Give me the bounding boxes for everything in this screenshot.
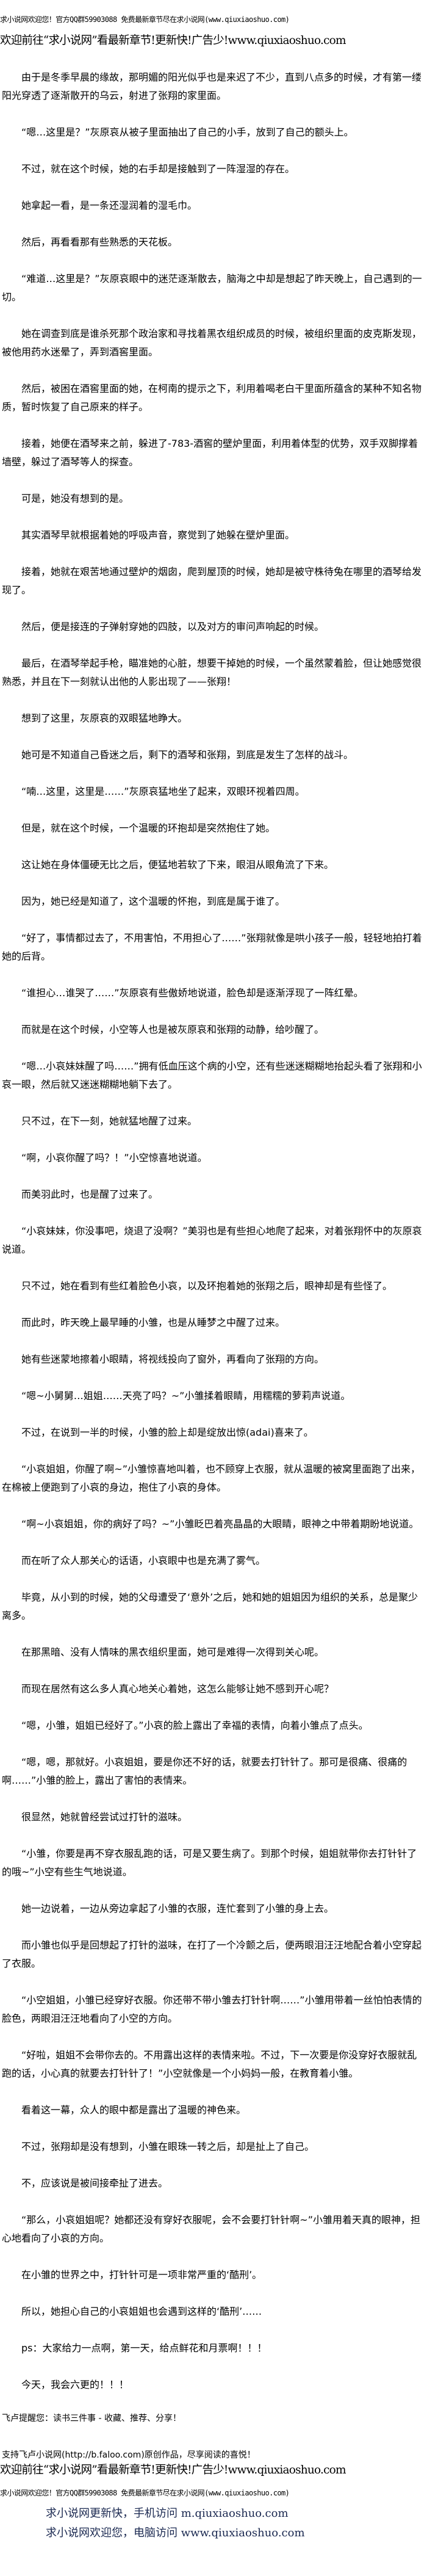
header-site-notice: 求小说网欢迎您！官方QQ群59903088 免费最新章节尽在求小说网(www.q… xyxy=(0,15,290,24)
chapter-paragraph: 不过，张翔却是没有想到，小雏在眼珠一转之后，却是扯上了自己。 xyxy=(21,2141,315,2152)
chapter-paragraph: “小雏，你要是再不穿衣服乱跑的话，可是又要生病了。到那个时候，姐姐就带你去打针针… xyxy=(2,1848,417,1878)
chapter-paragraph: 但是，就在这个时候，一个温暖的环抱却是突然抱住了她。 xyxy=(21,822,276,834)
chapter-paragraph: 毕竟，从小到的时候，她的父母遭受了‘意外’之后，她和她的姐姐因为组织的关系，总是… xyxy=(2,1591,418,1621)
chapter-paragraph: 接着，她就在艰苦地通过壁炉的烟囱，爬到屋顶的时候，她却是被守株待兔在哪里的酒琴给… xyxy=(2,566,422,596)
chapter-paragraph: “小空姐姐，小雏已经穿好衣服。你还带不带小雏去打针针啊……”小雏用带着一丝怕怕表… xyxy=(2,1994,422,2024)
chapter-paragraph: 很显然，她就曾经尝试过打针的滋味。 xyxy=(21,1811,188,1823)
chapter-paragraph: 因为，她已经是知道了，这个温暖的怀抱，到底是属于谁了。 xyxy=(21,895,285,907)
chapter-paragraph: 她有些迷蒙地擦着小眼睛，将视线投向了窗外，再看向了张翔的方向。 xyxy=(21,1353,325,1365)
chapter-paragraph: “嗯…这里是？”灰原哀从被子里面抽出了自己的小手，放到了自己的额头上。 xyxy=(21,126,354,138)
chapter-paragraph: 在那黑暗、没有人情味的黑衣组织里面，她可是难得一次得到关心呢。 xyxy=(21,1646,325,1658)
chapter-paragraph: “那么，小哀姐姐呢？她都还没有穿好衣服呢，会不会要打针针啊~”小雏用着天真的眼神… xyxy=(2,2214,420,2244)
chapter-paragraph: 不过，就在这个时候，她的右手却是接触到了一阵湿湿的存在。 xyxy=(21,163,295,175)
chapter-paragraph: 不过，在说到一半的时候，小雏的脸上却是绽放出惊(adai)喜来了。 xyxy=(21,1427,314,1438)
chapter-paragraph: 然后，再看看那有些熟悉的天花板。 xyxy=(21,236,178,248)
chapter-paragraph: 这让她在身体僵硬无比之后，便猛地若软了下来，眼泪从眼角流了下来。 xyxy=(21,859,334,870)
chapter-paragraph: 然后，被困在酒窖里面的她，在柯南的提示之下，利用着喝老白干里面所蕴含的某种不知名… xyxy=(2,383,422,413)
chapter-paragraph: 其实酒琴早就根据着她的呼吸声音，察觉到了她躲在壁炉里面。 xyxy=(21,529,295,541)
chapter-paragraph: “啊~小哀姐姐，你的病好了吗？~”小雏眨巴着亮晶晶的大眼睛，眼神之中带着期盼地说… xyxy=(21,1518,419,1530)
chapter-paragraph: 只不过，她在看到有些红着脸色小哀，以及环抱着她的张翔之后，眼神却是有些怪了。 xyxy=(21,1280,393,1292)
chapter-paragraph: 接着，她便在酒琴来之前，躲进了-783-酒窖的壁炉里面，利用着体型的优势，双手双… xyxy=(2,438,418,468)
chapter-paragraph: 由于是冬季早晨的缘故，那明媚的阳光似乎也是来迟了不少，直到八点多的时候，才有第一… xyxy=(2,71,422,101)
chapter-paragraph: “谁担心…谁哭了……”灰原哀有些傲娇地说道，脸色却是逐渐浮现了一阵红晕。 xyxy=(21,987,364,999)
chapter-paragraph: “好了，事情都过去了，不用害怕，不用担心了……”张翔就像是哄小孩子一般，轻轻地拍… xyxy=(2,932,422,962)
chapter-paragraph: 想到了这里，灰原哀的双眼猛地睁大。 xyxy=(21,712,188,724)
footer-site-notice: 求小说网欢迎您！官方QQ群59903088 免费最新章节尽在求小说网(www.q… xyxy=(0,2489,290,2497)
footer-reminder: 飞卢提醒您：读书三件事 - 收藏、推荐、分享！ xyxy=(2,2414,181,2423)
chapter-paragraph: “好啦，姐姐不会带你去的。不用露出这样的表情来啦。不过，下一次要是你没穿好衣服就… xyxy=(2,2049,417,2079)
chapter-paragraph: 她在调查到底是谁杀死那个政治家和寻找着黑衣组织成员的时候，被组织里面的皮克斯发现… xyxy=(2,328,422,358)
desktop-site-link[interactable]: 求小说网欢迎您，电脑访问 www.qiuxiaoshuo.com xyxy=(46,2527,305,2539)
chapter-paragraph: 看着这一幕，众人的眼中都是露出了温暖的神色来。 xyxy=(21,2104,246,2116)
footer-promo-banner[interactable]: 欢迎前往“求小说网”看最新章节!更新快!广告少!www.qiuxiaoshuo.… xyxy=(0,2464,346,2477)
chapter-paragraph: 只不过，在下一刻，她就猛地醒了过来。 xyxy=(21,1115,198,1127)
chapter-paragraph: 她拿起一看，是一条还湿润着的湿毛巾。 xyxy=(21,200,198,211)
chapter-paragraph: 在小雏的世界之中，打针针可是一项非常严重的‘酷刑’。 xyxy=(21,2269,262,2281)
chapter-paragraph: 不，应该说是被间接牵扯了进去。 xyxy=(21,2177,168,2189)
chapter-paragraph: 而美羽此时，也是醒了过来了。 xyxy=(21,1189,159,1200)
chapter-paragraph: 而就是在这个时候，小空等人也是被灰原哀和张翔的动静，给吵醒了。 xyxy=(21,1024,325,1035)
chapter-paragraph: “难道…这里是？”灰原哀眼中的迷茫逐渐散去，脑海之中却是想起了昨天晚上，自己遇到… xyxy=(2,273,422,303)
chapter-paragraph: “小哀妹妹，你没事吧，烧退了没啊？”美羽也是有些担心地爬了起来，对着张翔怀中的灰… xyxy=(2,1225,422,1255)
chapter-paragraph: “嗯，小雏，姐姐已经好了。”小哀的脸上露出了幸福的表情，向着小雏点了点头。 xyxy=(21,1720,368,1731)
chapter-paragraph: ps：大家给力一点啊，第一天，给点鲜花和月票啊！！！ xyxy=(21,2342,267,2354)
chapter-paragraph: 她一边说着，一边从旁边拿起了小雏的衣服，连忙套到了小雏的身上去。 xyxy=(21,1903,334,1914)
mobile-site-link[interactable]: 求小说网更新快，手机访问 m.qiuxiaoshuo.com xyxy=(46,2507,289,2520)
chapter-paragraph: “喃…这里，这里是……”灰原哀猛地坐了起来，双眼环视着四周。 xyxy=(21,786,305,797)
chapter-paragraph: 可是，她没有想到的是。 xyxy=(21,493,129,504)
chapter-paragraph: 而现在居然有这么多人真心地关心着她，这怎么能够让她不感到开心呢？ xyxy=(21,1683,334,1695)
chapter-paragraph: 所以，她担心自己的小哀姐姐也会遇到这样的‘酷刑’…… xyxy=(21,2306,262,2317)
chapter-paragraph: “嗯…小哀妹妹醒了吗……”拥有低血压这个病的小空，还有些迷迷糊糊地抬起头看了张翔… xyxy=(2,1060,422,1090)
chapter-content: 由于是冬季早晨的缘故，那明媚的阳光似乎也是来迟了不少，直到八点多的时候，才有第一… xyxy=(0,68,427,2394)
chapter-paragraph: “小哀姐姐，你醒了啊~”小雏惊喜地叫着，也不顾穿上衣服，就从温暖的被窝里面跑了出… xyxy=(2,1463,420,1493)
chapter-paragraph: 然后，便是接连的子弹射穿她的四肢，以及对方的审问声响起的时候。 xyxy=(21,621,325,632)
chapter-paragraph: 而小雏也似乎是回想起了打针的滋味，在打了一个冷颤之后，便两眼泪汪汪地配合着小空穿… xyxy=(2,1939,422,1969)
header-promo-banner[interactable]: 欢迎前往“求小说网”看最新章节!更新快!广告少!www.qiuxiaoshuo.… xyxy=(0,34,346,47)
chapter-paragraph: 而在听了众人那关心的话语，小哀眼中也是充满了雾气。 xyxy=(21,1555,266,1566)
chapter-paragraph: 最后，在酒琴举起手枪，瞄准她的心脏，想要干掉她的时候，一个虽然蒙着脸，但让她感觉… xyxy=(2,657,422,687)
chapter-paragraph: 今天，我会六更的！！！ xyxy=(21,2379,129,2390)
footer-support-link[interactable]: 支持飞卢小说网(http://b.faloo.com)原创作品，尽享阅读的喜悦！ xyxy=(2,2450,256,2460)
chapter-paragraph: 她可是不知道自己昏迷之后，剩下的酒琴和张翔，到底是发生了怎样的战斗。 xyxy=(21,749,354,761)
chapter-paragraph: “嗯~小舅舅…姐姐……天亮了吗？~”小雏揉着眼睛，用糯糯的萝莉声说道。 xyxy=(21,1390,351,1402)
chapter-paragraph: 而此时，昨天晚上最早睡的小雏，也是从睡梦之中醒了过来。 xyxy=(21,1317,285,1328)
chapter-paragraph: “嗯，嗯，那就好。小哀姐姐，要是你还不好的话，就要去打针针了。那可是很痛、很痛的… xyxy=(2,1756,407,1786)
chapter-paragraph: “啊，小哀你醒了吗？！”小空惊喜地说道。 xyxy=(21,1152,207,1163)
